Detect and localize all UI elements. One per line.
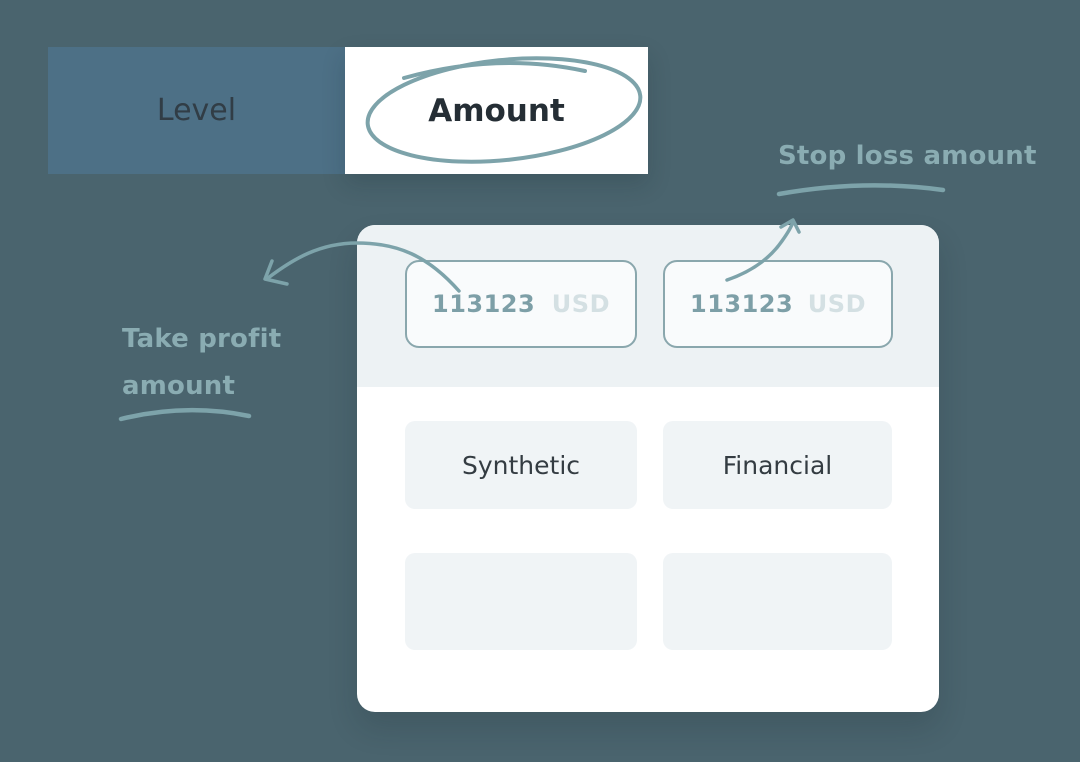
stop-loss-amount-input[interactable]: 113123 USD	[663, 260, 893, 348]
stop-loss-amount-value: 113123	[690, 290, 794, 318]
level-amount-toggle: Level Amount	[48, 47, 648, 174]
empty-placeholder-button[interactable]	[405, 553, 637, 650]
empty-placeholder-button[interactable]	[663, 553, 892, 650]
tab-amount[interactable]: Amount	[345, 47, 648, 174]
take-profit-amount-value: 113123	[432, 290, 536, 318]
tab-amount-label: Amount	[428, 92, 565, 129]
trade-panel-card: 113123 USD 113123 USD Synthetic Financia…	[357, 225, 939, 712]
tab-level[interactable]: Level	[48, 47, 345, 174]
take-profit-amount-input[interactable]: 113123 USD	[405, 260, 637, 348]
stop-loss-currency-label: USD	[807, 290, 866, 318]
stop-loss-annotation-label: Stop loss amount	[778, 141, 1037, 171]
take-profit-annotation-label: Take profit amount	[122, 316, 281, 410]
amount-inputs-section: 113123 USD 113123 USD	[357, 225, 939, 387]
synthetic-button[interactable]: Synthetic	[405, 421, 637, 509]
underline-swoosh-stop-loss-icon	[776, 183, 946, 197]
take-profit-annotation-line1: Take profit	[122, 324, 282, 354]
tab-level-label: Level	[156, 93, 237, 128]
take-profit-currency-label: USD	[551, 290, 610, 318]
take-profit-annotation-line2: amount	[122, 371, 236, 401]
underline-swoosh-take-profit-icon	[118, 407, 252, 422]
financial-button[interactable]: Financial	[663, 421, 892, 509]
